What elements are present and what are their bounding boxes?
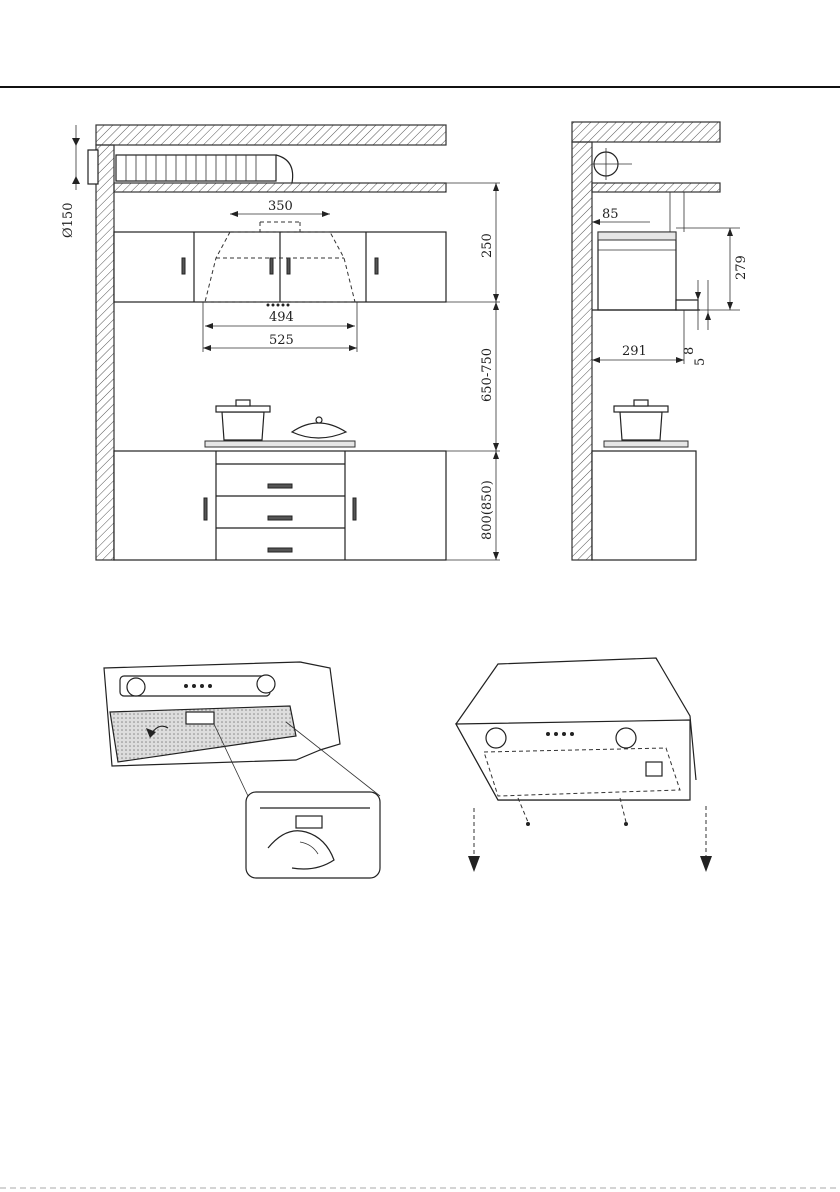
outer-width-label: 525 [269, 333, 294, 348]
depth-label: 291 [622, 344, 647, 359]
mounting-illustration [456, 658, 712, 872]
side-view: 85 279 8 5 291 [572, 122, 749, 560]
duct-diameter-label: Ø150 [61, 203, 76, 238]
hob-clearance-label: 650-750 [480, 348, 495, 402]
wall-offset-label: 85 [602, 207, 619, 222]
filter-removal-illustration [104, 662, 380, 878]
left-wall [96, 145, 114, 560]
lip-b-label: 5 [693, 358, 708, 366]
side-wall [572, 142, 592, 560]
wall-cabinet-top [114, 183, 446, 192]
side-cabinet-top [592, 183, 720, 192]
base-cabinets [114, 451, 446, 560]
wall-cabinets [114, 232, 446, 302]
outlet-width-label: 350 [268, 199, 293, 214]
hob [205, 400, 355, 447]
ceiling-wall [96, 125, 446, 145]
side-pot [620, 412, 662, 440]
side-hood [592, 232, 700, 310]
front-view: Ø150 350 [61, 125, 500, 560]
body-height-label: 279 [734, 255, 749, 280]
side-ceiling [572, 122, 720, 142]
side-counter [592, 451, 696, 560]
base-height-label: 800(850) [480, 480, 495, 540]
inner-width-label: 494 [269, 310, 294, 325]
cabinet-height-label: 250 [480, 233, 495, 258]
duct [88, 150, 293, 184]
